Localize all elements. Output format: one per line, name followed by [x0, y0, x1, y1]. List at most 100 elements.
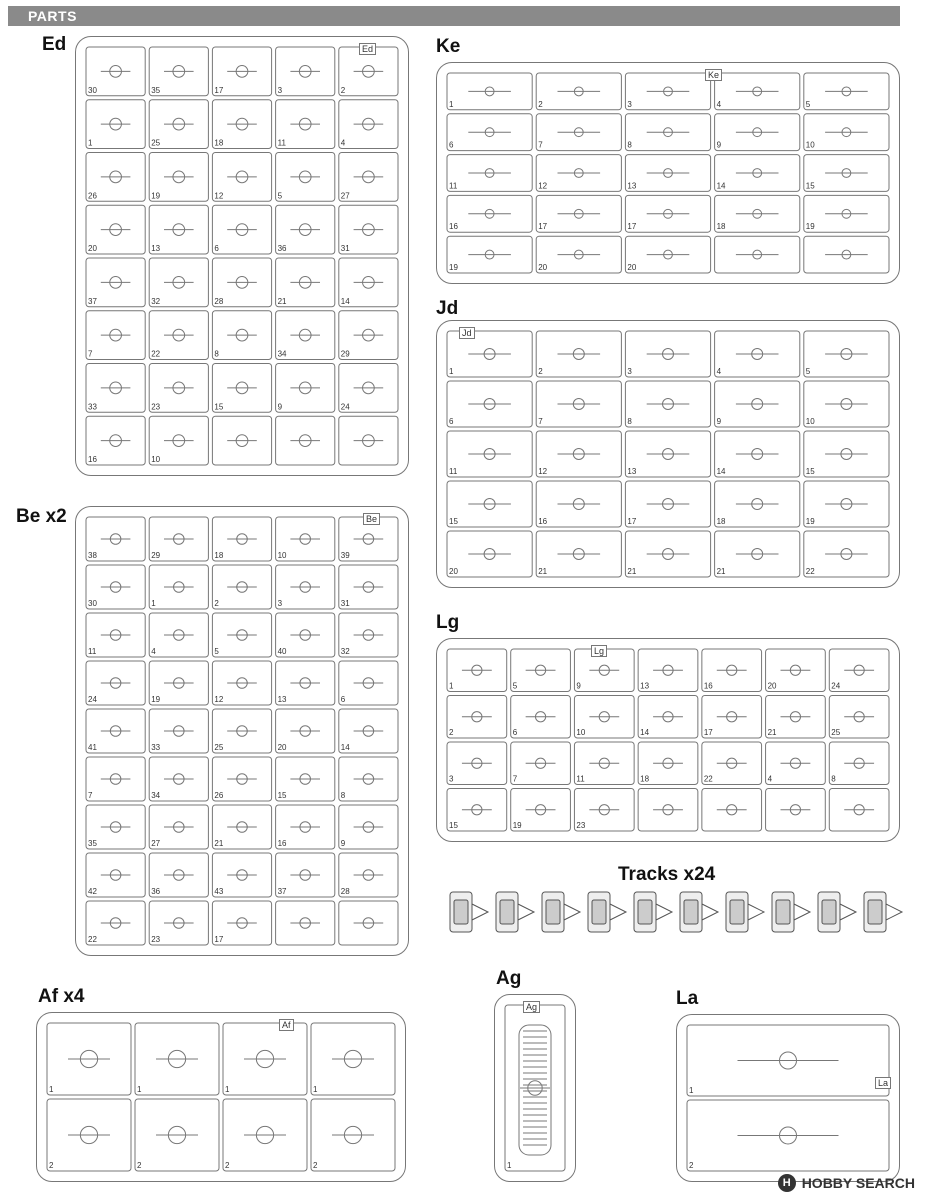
track-link — [495, 891, 536, 933]
part-sketch — [362, 65, 375, 78]
part-number: 7 — [538, 417, 543, 426]
sprue-cell — [338, 257, 399, 308]
sprue-cell — [637, 788, 699, 832]
part-number: 9 — [341, 839, 346, 848]
sprue-cell — [148, 660, 209, 706]
part-sketch — [173, 821, 185, 833]
part-sketch — [236, 677, 248, 689]
part-number: 21 — [278, 297, 287, 306]
sprue-cell — [446, 430, 533, 478]
part-number: 17 — [704, 728, 713, 737]
sprue-cell — [446, 113, 533, 152]
sprue-cell — [85, 363, 146, 413]
part-sketch — [299, 869, 311, 881]
part-number: 6 — [341, 695, 346, 704]
part-number: 14 — [341, 743, 350, 752]
part-sketch — [172, 117, 186, 131]
part-number: 16 — [88, 455, 97, 464]
part-sketch — [173, 917, 185, 929]
part-number: 3 — [627, 367, 632, 376]
part-number: 3 — [627, 100, 632, 109]
part-number: 1 — [137, 1085, 142, 1094]
part-sketch — [483, 547, 496, 561]
sprue-cell — [624, 430, 712, 478]
part-number: 20 — [278, 743, 287, 752]
part-number: 26 — [214, 791, 223, 800]
part-sketch — [109, 917, 122, 929]
part-sketch — [362, 677, 375, 689]
sprue-cell — [275, 46, 336, 97]
sprue-cell — [624, 194, 712, 233]
track-link — [633, 891, 674, 933]
track-links-strip — [446, 886, 906, 942]
part-sketch — [751, 497, 764, 511]
sprue-cell — [535, 530, 622, 578]
part-number: 5 — [513, 682, 518, 691]
part-sketch — [236, 821, 248, 833]
part-number: 2 — [449, 728, 454, 737]
sprue-cell — [85, 46, 146, 97]
part-sketch — [235, 170, 249, 184]
sprue-cell — [338, 852, 399, 898]
part-sketch — [362, 629, 375, 641]
part-sketch — [751, 347, 764, 361]
sprue-cell — [310, 1022, 396, 1096]
part-sketch — [298, 434, 312, 447]
part-sketch — [79, 1049, 99, 1069]
sprue-cell — [211, 708, 273, 754]
sprue-cell — [624, 154, 712, 192]
sprue-cell — [510, 648, 571, 692]
part-sketch — [255, 1049, 275, 1069]
sprue-cell — [338, 900, 399, 946]
part-sketch — [841, 168, 852, 178]
part-number: 5 — [214, 647, 219, 656]
part-number: 1 — [449, 367, 454, 376]
sprue-cell — [338, 804, 399, 850]
part-sketch — [109, 434, 122, 447]
part-number: 1 — [49, 1085, 54, 1094]
part-number: 2 — [689, 1161, 694, 1170]
part-sketch — [298, 381, 312, 395]
part-number: 34 — [151, 791, 160, 800]
sprue-cell — [803, 113, 890, 152]
part-number: 19 — [151, 191, 160, 200]
sprue-cell — [535, 235, 622, 274]
part-sketch — [471, 711, 483, 723]
part-sketch — [109, 629, 122, 641]
part-sketch — [362, 821, 375, 833]
sprue-cell — [275, 612, 336, 658]
part-sketch — [362, 434, 375, 447]
part-sketch — [109, 533, 122, 545]
part-number: 24 — [341, 402, 350, 411]
part-number: 21 — [627, 567, 636, 576]
sprue-cell — [446, 380, 533, 428]
part-number: 14 — [717, 181, 726, 190]
part-sketch — [663, 208, 673, 219]
sprue-cell — [148, 363, 209, 413]
part-sketch — [661, 347, 675, 361]
sprue-cell — [211, 660, 273, 706]
part-sketch — [362, 725, 375, 737]
sprue-cell — [338, 612, 399, 658]
part-number: 35 — [151, 86, 160, 95]
part-number: 2 — [538, 367, 543, 376]
sprue-cell — [446, 480, 533, 528]
sprue-cell — [211, 564, 273, 610]
part-number: 14 — [341, 297, 350, 306]
part-number: 27 — [341, 191, 350, 200]
part-sketch — [362, 869, 375, 881]
part-sketch — [79, 1125, 99, 1145]
sprue-cell — [446, 72, 533, 111]
sprue-ag-tag: Ag — [523, 1001, 541, 1013]
sprue-cell — [624, 72, 712, 111]
part-number: 23 — [576, 821, 585, 830]
part-sketch — [789, 711, 802, 723]
part-sketch — [483, 497, 496, 511]
sprue-cell — [211, 46, 273, 97]
part-number: 12 — [214, 191, 223, 200]
part-number: 16 — [449, 222, 458, 231]
watermark-text: HOBBY SEARCH — [801, 1175, 915, 1191]
sprue-cell — [714, 530, 801, 578]
